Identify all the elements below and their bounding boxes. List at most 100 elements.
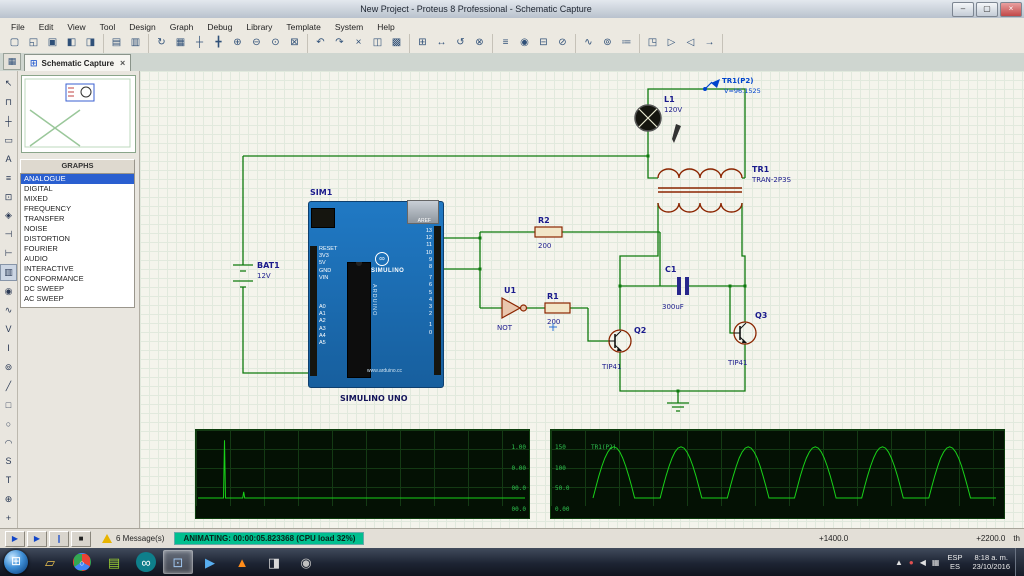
component-r1[interactable]: R1 200 (545, 292, 570, 326)
menu-view[interactable]: View (60, 22, 92, 32)
2d-text-icon[interactable]: T (0, 472, 17, 489)
notepad-icon[interactable]: ▤ (99, 550, 129, 574)
zoom-all-icon[interactable]: ⊙ (266, 34, 285, 53)
wire-label-icon[interactable]: ▭ (0, 132, 17, 149)
component-q3[interactable]: Q3 TIP41 (727, 311, 767, 367)
2d-symbol-icon[interactable]: ⊕ (0, 491, 17, 508)
graphs-header[interactable]: GRAPHS (20, 159, 135, 174)
graph-type-noise[interactable]: NOISE (21, 224, 134, 234)
fourier-graph-panel[interactable]: FOURIER ANALYSIS 1.000.0000.000.0 (195, 429, 530, 519)
tray-expand-icon[interactable]: ▲ (895, 558, 903, 567)
zoom-in-icon[interactable]: ⊕ (228, 34, 247, 53)
chrome-icon[interactable]: ○ (73, 553, 91, 571)
paste-icon[interactable]: ▩ (387, 34, 406, 53)
2d-circle-icon[interactable]: ○ (0, 416, 17, 433)
pan-icon[interactable]: ╋ (209, 34, 228, 53)
origin-icon[interactable]: ┼ (190, 34, 209, 53)
graph-type-dc-sweep[interactable]: DC SWEEP (21, 284, 134, 294)
pause-button[interactable]: ∥ (49, 531, 69, 547)
instant-edit-icon[interactable]: ◈ (0, 207, 17, 224)
2d-box-icon[interactable]: □ (0, 397, 17, 414)
zoom-area-icon[interactable]: ⊠ (285, 34, 304, 53)
tape-recorder-icon[interactable]: ◉ (0, 283, 17, 300)
clock[interactable]: 8:18 a. m. 23/10/2016 (972, 553, 1010, 571)
component-mode-icon[interactable]: ⊓ (0, 94, 17, 111)
graph-type-fourier[interactable]: FOURIER (21, 244, 134, 254)
camera-icon[interactable]: ◉ (291, 550, 321, 574)
undo-icon[interactable]: ↶ (311, 34, 330, 53)
property-assignment-icon[interactable]: ≔ (617, 34, 636, 53)
close-tab-icon[interactable]: × (120, 58, 125, 68)
block-delete-icon[interactable]: ⊗ (470, 34, 489, 53)
mark-output-area-icon[interactable]: ▥ (126, 34, 145, 53)
vlc-icon[interactable]: ▲ (227, 550, 257, 574)
toggle-grid-icon[interactable]: ▦ (171, 34, 190, 53)
schematic-canvas[interactable]: BAT1 12V L1 120V TR1(P2) V=96.1525 (140, 71, 1024, 528)
2d-arc-icon[interactable]: ◠ (0, 435, 17, 452)
component-battery[interactable]: BAT1 12V (233, 261, 280, 287)
junction-dot-icon[interactable]: ┼ (0, 113, 17, 130)
analogue-graph-panel[interactable]: ANALOGUE ANALYSIS 15010050.00.00 TR1(P2) (550, 429, 1005, 519)
play-button[interactable]: ▶ (5, 531, 25, 547)
step-button[interactable]: ▶ (27, 531, 47, 547)
component-r2[interactable]: R2 200 (535, 216, 562, 250)
application-home-icon[interactable]: ▦ (3, 53, 21, 70)
graph-type-mixed[interactable]: MIXED (21, 194, 134, 204)
graph-type-ac-sweep[interactable]: AC SWEEP (21, 294, 134, 304)
menu-tool[interactable]: Tool (93, 22, 123, 32)
menu-design[interactable]: Design (122, 22, 162, 32)
show-desktop-button[interactable] (1015, 548, 1024, 576)
component-arduino-board[interactable]: AREF 131211109876543210 RESET3V35VGNDVIN… (308, 201, 444, 388)
photo-viewer-icon[interactable]: ◨ (259, 550, 289, 574)
virtual-instruments-icon[interactable]: ⊚ (0, 359, 17, 376)
export-section-icon[interactable]: ◨ (81, 34, 100, 53)
block-copy-icon[interactable]: ⊞ (413, 34, 432, 53)
component-q2[interactable]: Q2 TIP41 (601, 326, 646, 371)
block-rotate-icon[interactable]: ↺ (451, 34, 470, 53)
menu-file[interactable]: File (4, 22, 32, 32)
2d-line-icon[interactable]: ╱ (0, 378, 17, 395)
menu-debug[interactable]: Debug (200, 22, 239, 32)
component-lamp[interactable]: L1 120V (635, 95, 682, 131)
2d-marker-icon[interactable]: + (0, 510, 17, 527)
language-indicator[interactable]: ESP ES (947, 553, 962, 571)
arduino-ide-icon[interactable]: ∞ (136, 552, 156, 572)
graph-mode-icon[interactable]: ▥ (0, 264, 17, 281)
design-explorer-icon[interactable]: ◳ (643, 34, 662, 53)
proteus-icon[interactable]: ⊡ (163, 550, 193, 574)
menu-system[interactable]: System (328, 22, 370, 32)
alert-icon[interactable]: ● (909, 558, 914, 567)
2d-path-icon[interactable]: S (0, 453, 17, 470)
stop-button[interactable]: ■ (71, 531, 91, 547)
graph-type-digital[interactable]: DIGITAL (21, 184, 134, 194)
start-button[interactable]: ⊞ (4, 550, 28, 574)
open-design-icon[interactable]: ◱ (24, 34, 43, 53)
new-sheet-icon[interactable]: ▷ (662, 34, 681, 53)
graph-type-frequency[interactable]: FREQUENCY (21, 204, 134, 214)
copy-icon[interactable]: ◫ (368, 34, 387, 53)
explorer-folder-icon[interactable]: ▱ (35, 550, 65, 574)
overview-panel[interactable] (21, 75, 136, 153)
redraw-icon[interactable]: ↻ (152, 34, 171, 53)
block-move-icon[interactable]: ↔ (432, 34, 451, 53)
voltage-probe[interactable]: TR1(P2) V=96.1525 (703, 77, 761, 95)
menu-template[interactable]: Template (279, 22, 328, 32)
component-u1[interactable]: U1 NOT (497, 286, 527, 332)
zoom-out-icon[interactable]: ⊖ (247, 34, 266, 53)
remove-sheet-icon[interactable]: ◁ (681, 34, 700, 53)
menu-help[interactable]: Help (370, 22, 401, 32)
graph-type-transfer[interactable]: TRANSFER (21, 214, 134, 224)
goto-sheet-icon[interactable]: → (700, 34, 719, 53)
inter-sheet-terminal-icon[interactable]: ⊣ (0, 226, 17, 243)
generator-mode-icon[interactable]: ∿ (0, 302, 17, 319)
selection-pointer-icon[interactable]: ↖ (0, 75, 17, 92)
graph-type-distortion[interactable]: DISTORTION (21, 234, 134, 244)
graph-type-conformance[interactable]: CONFORMANCE (21, 274, 134, 284)
cut-icon[interactable]: × (349, 34, 368, 53)
menu-edit[interactable]: Edit (32, 22, 61, 32)
volume-icon[interactable]: ◀ (920, 558, 926, 567)
media-player-icon[interactable]: ▶ (195, 550, 225, 574)
text-script-icon[interactable]: A (0, 151, 17, 168)
graph-type-audio[interactable]: AUDIO (21, 254, 134, 264)
wire-autorouter-icon[interactable]: ∿ (579, 34, 598, 53)
